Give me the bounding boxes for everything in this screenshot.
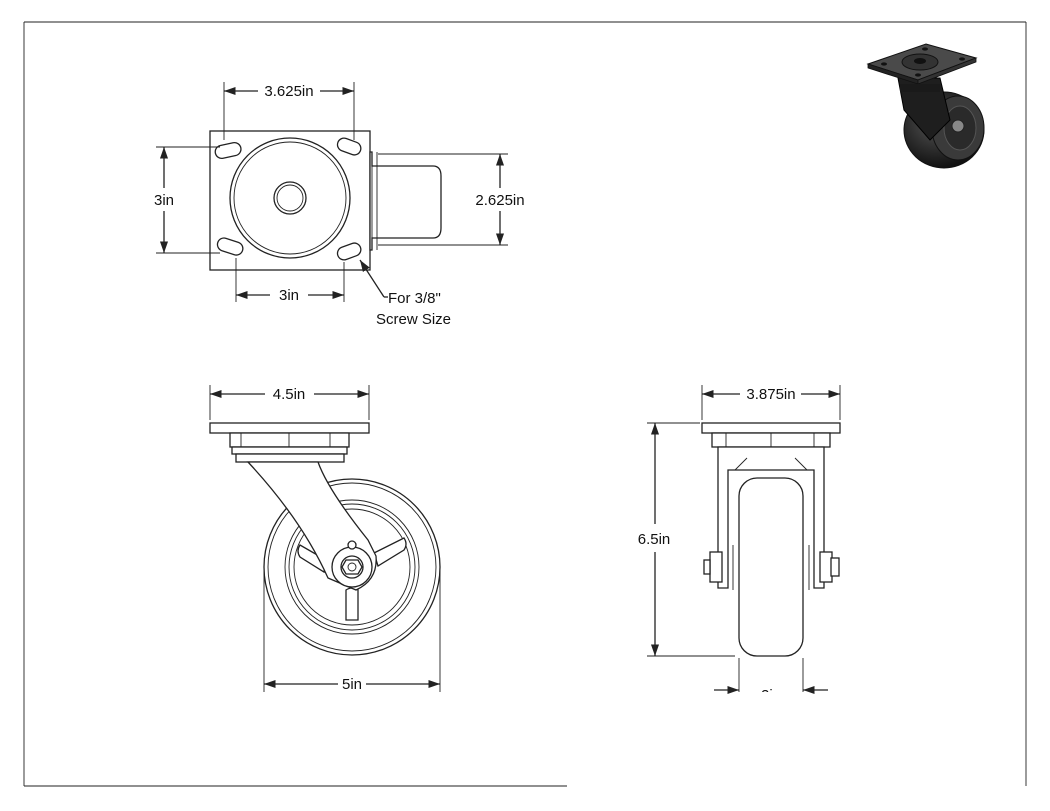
- side-view: 4.5in 5in: [209, 385, 441, 693]
- caster-isometric-render: [866, 43, 985, 169]
- front-view: 3.875in 6.5in 2in: [638, 385, 841, 704]
- dim-side-depth: 2.625in: [475, 192, 524, 209]
- dim-hole-spacing-width: 3.625in: [264, 83, 313, 100]
- dim-hole-spacing-bottom: 3in: [279, 287, 299, 304]
- screw-note-line1: For 3/8": [388, 290, 441, 307]
- screw-note-line2: Screw Size: [376, 311, 451, 328]
- dim-wheel-width: 2in: [761, 687, 781, 704]
- dim-front-plate-width: 3.875in: [746, 386, 795, 403]
- dim-side-plate-width: 4.5in: [273, 386, 306, 403]
- top-view: 3.625in 3in 2.625in 3in For 3/8" Screw S…: [154, 82, 525, 328]
- dim-hole-spacing-height: 3in: [154, 192, 174, 209]
- drawing-frame: [23, 21, 1027, 787]
- mounting-holes: [214, 137, 362, 261]
- dim-overall-height: 6.5in: [638, 531, 671, 548]
- dim-wheel-diameter: 5in: [342, 676, 362, 693]
